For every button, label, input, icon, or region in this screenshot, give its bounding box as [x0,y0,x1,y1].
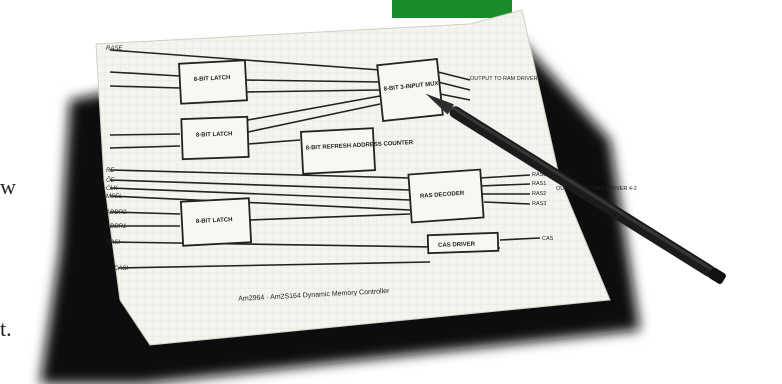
top-latch-block [178,59,248,105]
text-fragment-w: w [0,174,16,199]
bottom-latch-block [179,197,253,247]
output-ras2: RAS2 [532,191,546,197]
output-ras1: RAS1 [532,181,546,187]
outputs-right-label: OUTPUTS TO RAM DRIVER 4-2 [556,186,637,192]
outputs-top-label: OUTPUT TO RAM DRIVERS [470,76,542,82]
input-label-rase: RASE [106,46,123,52]
input-label-casi: CASI [114,266,128,272]
input-label-clk: CLK [106,186,119,192]
refresh-counter-label: 8-BIT REFRESH ADDRESS COUNTER [306,140,414,152]
input-label-rasi: RASI [106,240,120,246]
mux-label: 8-BIT 3-INPUT MUX [384,81,439,93]
top-latch-label: 8-BIT LATCH [194,75,231,83]
input-label-re: RE [106,168,115,174]
ras-decoder-label: RAS DECODER [420,191,465,200]
cas-out-label: CAS [542,236,554,242]
mid-latch-label: 8-BIT LATCH [196,131,233,138]
cas-driver-label: CAS DRIVER [438,242,476,249]
green-header-band [392,0,512,18]
input-label-msel: MSEL [106,194,122,200]
output-ras0: RAS0 [532,172,546,178]
input-label-addr1: ADDR1 [105,224,126,230]
ras-decoder-block [407,168,485,224]
text-fragment-t: t. [0,316,12,341]
output-ras3: RAS3 [532,201,546,207]
input-label-oe: ŌE [106,177,116,184]
refresh-counter-block [300,127,376,175]
bottom-latch-label: 8-BIT LATCH [196,217,233,225]
mux-block [376,58,444,122]
mid-latch-block [180,115,250,161]
input-label-addr0: ADDR0 [105,210,127,216]
cas-driver-block [426,231,500,255]
pencil [425,93,726,285]
